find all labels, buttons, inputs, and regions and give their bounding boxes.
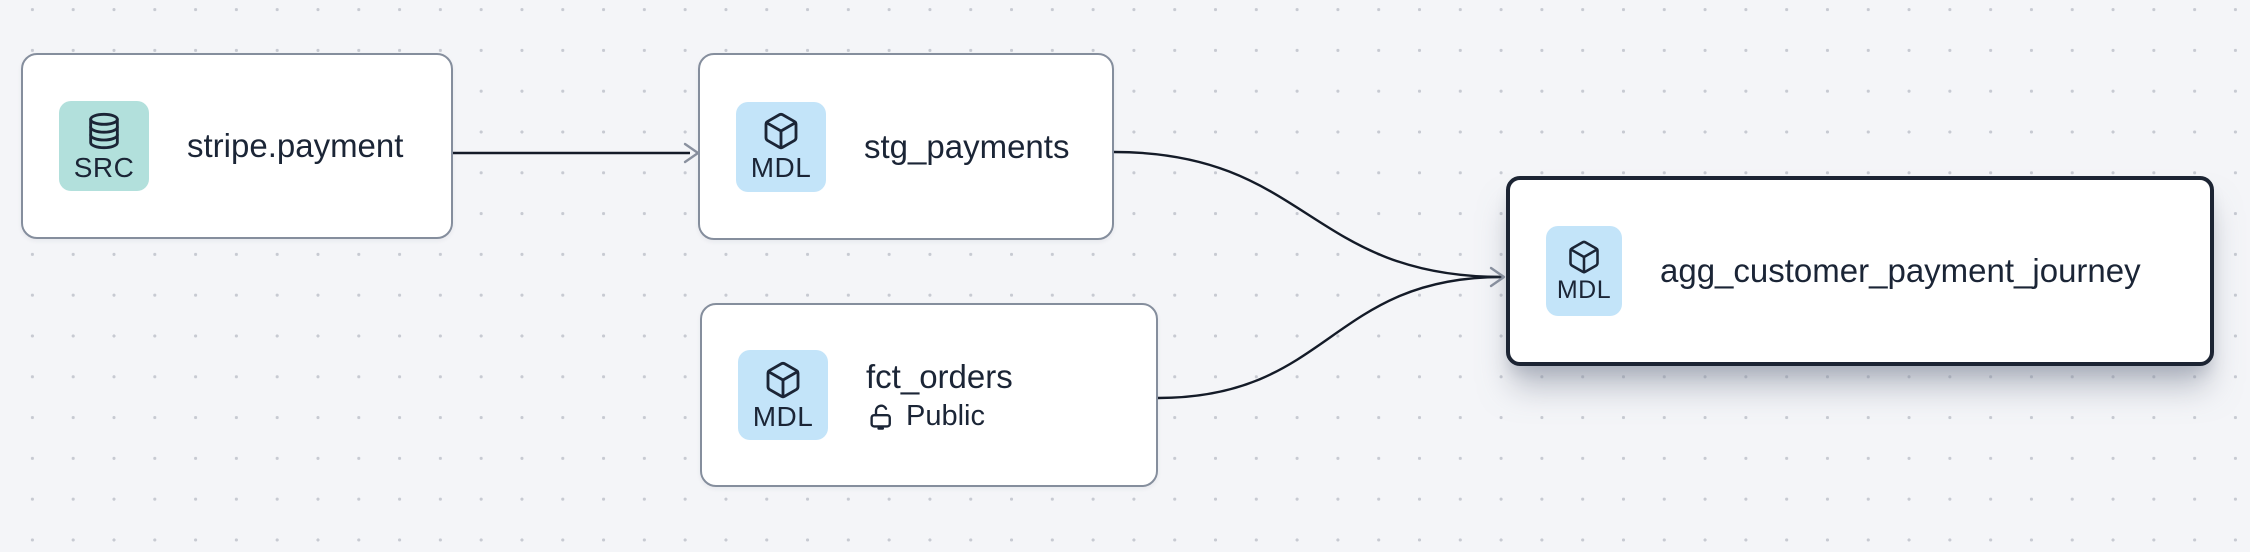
node-title: stg_payments (864, 127, 1070, 165)
access-level: Public (866, 399, 1013, 433)
cube-icon (761, 111, 801, 151)
badge-label: MDL (1556, 276, 1612, 304)
lock-open-icon (866, 402, 896, 432)
node-title: stripe.payment (187, 127, 404, 165)
node-fct-orders[interactable]: MDL fct_orders Public (700, 303, 1158, 487)
cube-icon (1566, 239, 1602, 275)
model-type-badge: MDL (1546, 226, 1622, 316)
database-icon (84, 111, 124, 151)
node-stripe-payment[interactable]: SRC stripe.payment (21, 53, 453, 239)
node-stg-payments[interactable]: MDL stg_payments (698, 53, 1114, 240)
badge-label: SRC (73, 151, 135, 183)
source-type-badge: SRC (59, 101, 149, 191)
arrowhead-into-agg (1489, 266, 1506, 288)
model-type-badge: MDL (738, 350, 828, 440)
badge-label: MDL (752, 400, 814, 432)
edge-fct-orders-to-agg[interactable] (1157, 275, 1503, 400)
node-title: fct_orders (866, 358, 1013, 396)
cube-icon (763, 360, 803, 400)
model-type-badge: MDL (736, 101, 826, 192)
node-agg-customer-payment-journey[interactable]: MDL agg_customer_payment_journey (1506, 176, 2214, 366)
node-title: agg_customer_payment_journey (1660, 252, 2141, 290)
edge-stg-payments-to-agg[interactable] (1113, 150, 1503, 279)
badge-label: MDL (750, 152, 812, 183)
access-label: Public (906, 399, 985, 432)
